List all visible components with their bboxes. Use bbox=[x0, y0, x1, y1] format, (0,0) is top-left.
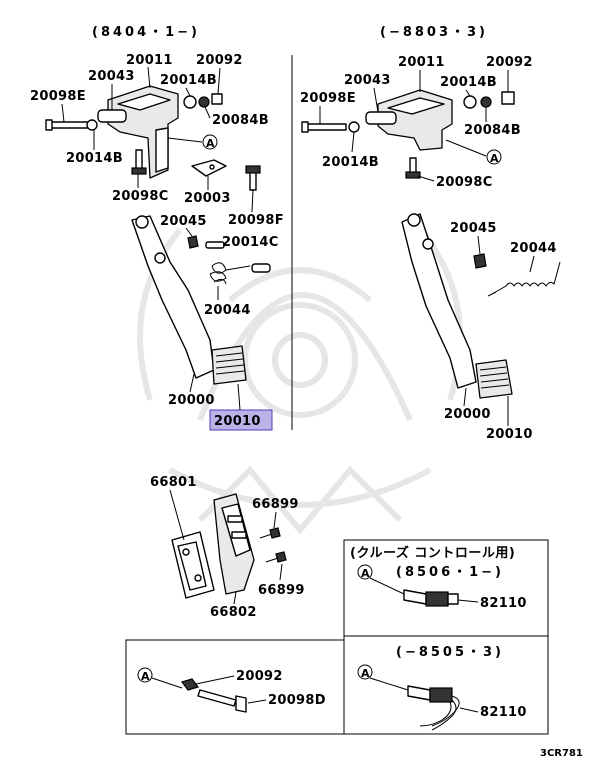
bushing-right bbox=[365, 111, 397, 125]
switch-82110-bottom bbox=[407, 685, 431, 701]
nut-20092-left bbox=[211, 93, 223, 105]
washer-20014B-top-right bbox=[463, 95, 477, 109]
cover-assembly bbox=[171, 493, 287, 599]
label-82110-bottom: 82110 bbox=[480, 705, 527, 720]
label-20014B-top-left: 20014B bbox=[160, 73, 217, 88]
washer-20014B-top-left bbox=[183, 95, 197, 109]
stopper-bracket-20003 bbox=[191, 159, 227, 177]
range-top: (8506・1−) bbox=[396, 565, 504, 580]
bushing-20014C-b bbox=[251, 263, 271, 273]
label-66802: 66802 bbox=[210, 605, 257, 620]
cover-labels: 66801 66899 66899 66802 bbox=[150, 475, 305, 620]
label-20043-left: 20043 bbox=[88, 69, 135, 84]
switch-wire-b bbox=[431, 699, 457, 731]
label-20014B-bottom-right: 20014B bbox=[322, 155, 379, 170]
bolt-20098E-right bbox=[305, 123, 347, 131]
callout-a-switch-top bbox=[357, 564, 373, 580]
label-20045-left: 20045 bbox=[160, 214, 207, 229]
highlight-20010-left bbox=[209, 409, 273, 431]
label-20084B-right: 20084B bbox=[464, 123, 521, 138]
callout-a-left bbox=[202, 134, 218, 150]
svg-text:A: A bbox=[361, 567, 370, 580]
label-20098C-left: 20098C bbox=[112, 189, 169, 204]
pedal-arm-right bbox=[401, 213, 477, 389]
label-20044-right: 20044 bbox=[510, 241, 557, 256]
svg-text:A: A bbox=[361, 667, 370, 680]
label-20011-left: 20011 bbox=[126, 53, 173, 68]
label-20092-box: 20092 bbox=[236, 669, 283, 684]
bolt-detail-box: A 20092 20098D bbox=[125, 639, 345, 735]
bolt-20098F bbox=[249, 171, 257, 191]
label-20014B-bottom-left: 20014B bbox=[66, 151, 123, 166]
callout-a-bolt-box bbox=[137, 667, 153, 683]
label-20098E-right: 20098E bbox=[300, 91, 356, 106]
right-labels: 20011 20092 20043 20014B 20098E 20084B 2… bbox=[300, 55, 557, 442]
washer-20014B-right bbox=[348, 121, 360, 133]
range-bottom: (−8505・3) bbox=[396, 645, 504, 660]
cruise-note: (クルーズ コントロール用) bbox=[350, 545, 515, 561]
diagram-code: 3CR781 bbox=[540, 748, 583, 759]
label-20098F: 20098F bbox=[228, 213, 284, 228]
label-20098C-right: 20098C bbox=[436, 175, 493, 190]
label-20000-left: 20000 bbox=[168, 393, 215, 408]
switch-wire-c bbox=[419, 701, 452, 727]
cruise-switch-frame bbox=[343, 539, 549, 735]
label-20098D: 20098D bbox=[268, 693, 326, 708]
label-20092-left: 20092 bbox=[196, 53, 243, 68]
label-20003: 20003 bbox=[184, 191, 231, 206]
callout-a-switch-bottom bbox=[357, 664, 373, 680]
label-20098E-left: 20098E bbox=[30, 89, 86, 104]
right-pedal-assembly: A bbox=[301, 89, 561, 399]
stopper-20045-left bbox=[187, 235, 199, 249]
left-labels: 20011 20092 20043 20014B 20098E 20084B 2… bbox=[30, 53, 284, 431]
label-20044-left: 20044 bbox=[204, 303, 251, 318]
bolt-20098E-left bbox=[47, 121, 89, 129]
label-20010-left[interactable]: 20010 bbox=[214, 414, 261, 429]
svg-text:A: A bbox=[206, 137, 215, 150]
label-20010-right: 20010 bbox=[486, 427, 533, 442]
screw-66899-b bbox=[275, 551, 287, 563]
left-range-header: (8404・1−) bbox=[92, 25, 200, 40]
callout-a-right bbox=[486, 149, 502, 165]
svg-text:A: A bbox=[141, 670, 150, 683]
nut-20084B-left bbox=[198, 96, 210, 108]
right-range-header: (−8803・3) bbox=[380, 25, 488, 40]
bushing-20014C bbox=[205, 241, 225, 249]
nut-20092-box bbox=[181, 678, 199, 691]
label-20014B-top-right: 20014B bbox=[440, 75, 497, 90]
cruise-switch-box: (クルーズ コントロール用) (8506・1−) A 82110 (−8505・… bbox=[343, 539, 549, 735]
stopper-20045-right bbox=[473, 253, 487, 269]
screw-66899-a bbox=[269, 527, 281, 539]
watermark-emblem bbox=[137, 228, 463, 535]
bolt-20098D bbox=[197, 689, 237, 707]
svg-text:A: A bbox=[490, 152, 499, 165]
label-66899-bottom: 66899 bbox=[258, 583, 305, 598]
return-spring-right bbox=[491, 261, 561, 295]
label-20092-right: 20092 bbox=[486, 55, 533, 70]
label-20011-right: 20011 bbox=[398, 55, 445, 70]
nut-20084B-right bbox=[480, 96, 492, 108]
label-20014C: 20014C bbox=[222, 235, 279, 250]
label-66899-top: 66899 bbox=[252, 497, 299, 512]
label-20000-right: 20000 bbox=[444, 407, 491, 422]
left-pedal-assembly: A bbox=[45, 85, 271, 385]
washer-20014B-left bbox=[86, 119, 98, 131]
label-20084B-left: 20084B bbox=[212, 113, 269, 128]
bushing-left bbox=[97, 109, 127, 123]
bolt-detail-frame bbox=[125, 639, 345, 735]
label-82110-top: 82110 bbox=[480, 596, 527, 611]
label-20045-right: 20045 bbox=[450, 221, 497, 236]
return-spring-left bbox=[209, 262, 227, 285]
label-20043-right: 20043 bbox=[344, 73, 391, 88]
nut-20092-right bbox=[501, 91, 515, 105]
switch-82110-top bbox=[403, 589, 427, 605]
label-66801: 66801 bbox=[150, 475, 197, 490]
